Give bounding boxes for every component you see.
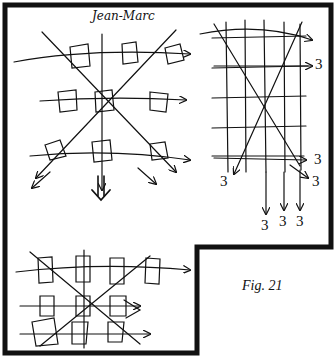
sketch-stroke [299, 170, 300, 210]
count-number: 3 [296, 214, 304, 229]
sketch-stroke [95, 90, 114, 112]
sketch-stroke [110, 258, 124, 284]
sketch-stroke [30, 252, 140, 344]
count-number: 3 [315, 57, 323, 72]
top-right-grid-sketch [200, 20, 312, 214]
sketch-stroke [20, 305, 140, 306]
sketch-stroke [83, 250, 84, 348]
author-signature: Jean-Marc [92, 10, 155, 22]
sketch-stroke [20, 333, 150, 334]
sketch-stroke [92, 190, 110, 200]
sketch-stroke [234, 22, 302, 174]
count-number: 3 [314, 152, 322, 167]
l-shaped-frame [5, 5, 331, 353]
count-number: 3 [279, 214, 287, 229]
count-number: 3 [261, 218, 269, 233]
sketch-stroke [98, 176, 104, 196]
sketch-stroke [200, 29, 312, 40]
sketch-stroke [40, 256, 150, 346]
sketch-stroke [108, 322, 124, 342]
sketch-stroke [101, 34, 102, 190]
sketch-stroke [122, 42, 138, 64]
count-number: 3 [220, 174, 228, 189]
figure-caption: Fig. 21 [242, 279, 282, 293]
sketch-stroke [58, 90, 77, 112]
bottom-left-sketch [16, 250, 190, 348]
sketch-stroke [32, 172, 50, 188]
sketch-stroke [40, 98, 186, 101]
sketch-stroke [16, 266, 190, 272]
sketch-stroke [214, 24, 300, 166]
sketch-stroke [72, 322, 88, 344]
sketch-stroke [212, 36, 308, 156]
sketch-stroke [283, 172, 284, 210]
sketch-stroke [36, 30, 176, 178]
sketch-stroke [76, 256, 90, 282]
count-number: 3 [312, 174, 320, 189]
sketch-stroke [214, 158, 306, 160]
sketch-stroke [138, 168, 156, 184]
sketch-stroke [145, 258, 160, 284]
sketch-stroke [265, 172, 266, 214]
sketch-stroke [5, 5, 331, 353]
sketch-stroke [214, 65, 312, 66]
sketch-stroke [290, 165, 308, 178]
sketch-stroke [124, 300, 140, 318]
sketch-stroke [150, 92, 168, 112]
top-left-sketch [14, 30, 190, 200]
